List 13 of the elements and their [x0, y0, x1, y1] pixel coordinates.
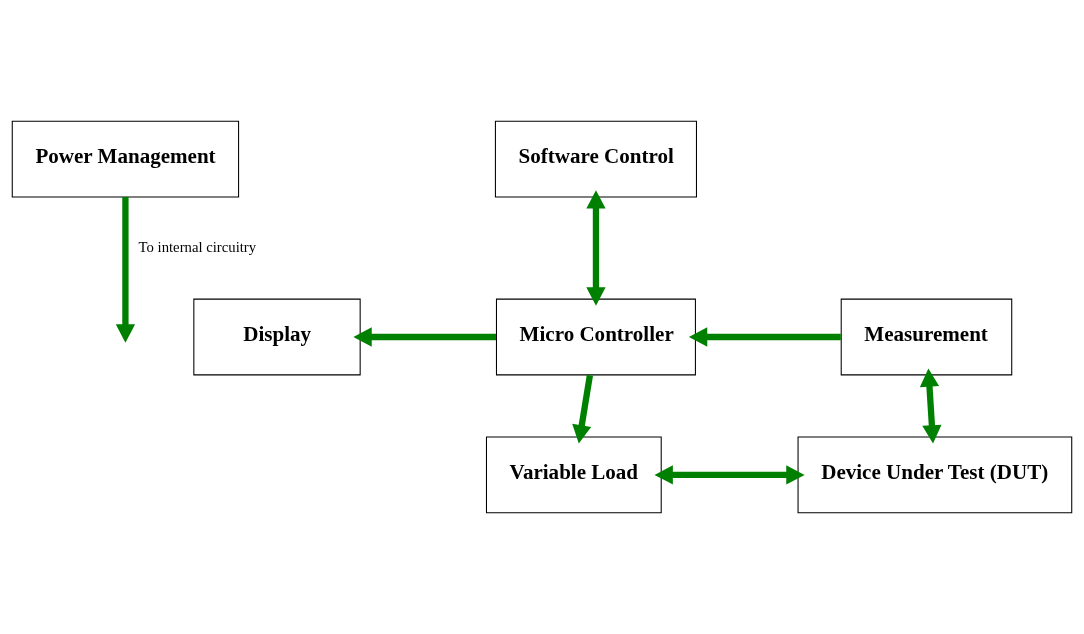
node-box: Display — [193, 298, 361, 376]
node-box: Variable Load — [485, 436, 662, 514]
arrow — [572, 374, 594, 444]
arrow — [688, 327, 841, 347]
edge-label: To internal circuitry — [138, 239, 257, 256]
node-box: Device Under Test (DUT) — [797, 436, 1073, 514]
arrow — [919, 368, 942, 444]
node-box: Micro Controller — [495, 298, 696, 376]
arrow — [654, 465, 805, 485]
arrow — [586, 190, 606, 306]
node-box: Measurement — [840, 298, 1013, 376]
node-box: Software Control — [494, 120, 697, 198]
node-box: Power Management — [11, 120, 240, 198]
